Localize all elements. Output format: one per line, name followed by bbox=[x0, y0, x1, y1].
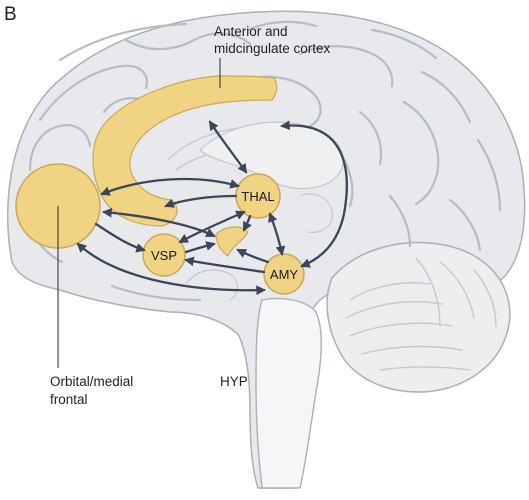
arrow-thal-cingulate-curve bbox=[164, 194, 238, 208]
arrow-orbital-amy bbox=[76, 242, 266, 296]
amy-label: AMY bbox=[270, 267, 299, 282]
arrow-cingulate-amy bbox=[280, 120, 348, 268]
panel-letter: B bbox=[4, 4, 17, 25]
orbital-label-line1: Orbital/medial bbox=[50, 374, 133, 389]
arrow-orbital-septal bbox=[102, 207, 216, 238]
arrow-thal-amy bbox=[268, 212, 286, 256]
cerebellum-shape bbox=[326, 241, 511, 393]
cerebellum-folia bbox=[345, 257, 497, 371]
arrow-vsp-septal bbox=[184, 241, 216, 254]
hyp-label: HYP bbox=[220, 374, 248, 389]
connection-arrows bbox=[76, 120, 348, 296]
vsp-label: VSP bbox=[151, 248, 177, 263]
thal-label: THAL bbox=[241, 189, 274, 204]
brainstem-shape bbox=[255, 297, 322, 489]
arrow-amy-septal bbox=[236, 248, 270, 264]
orbital-label-line2: frontal bbox=[50, 392, 88, 407]
arrow-thal-orbital bbox=[100, 177, 240, 196]
cingulate-label-line1: Anterior and bbox=[214, 24, 288, 39]
arrow-cingulate-thal bbox=[208, 120, 248, 174]
arrow-amy-vsp bbox=[184, 256, 266, 274]
cingulate-label-line2: midcingulate cortex bbox=[214, 41, 331, 56]
arrow-thal-septal bbox=[242, 214, 252, 232]
